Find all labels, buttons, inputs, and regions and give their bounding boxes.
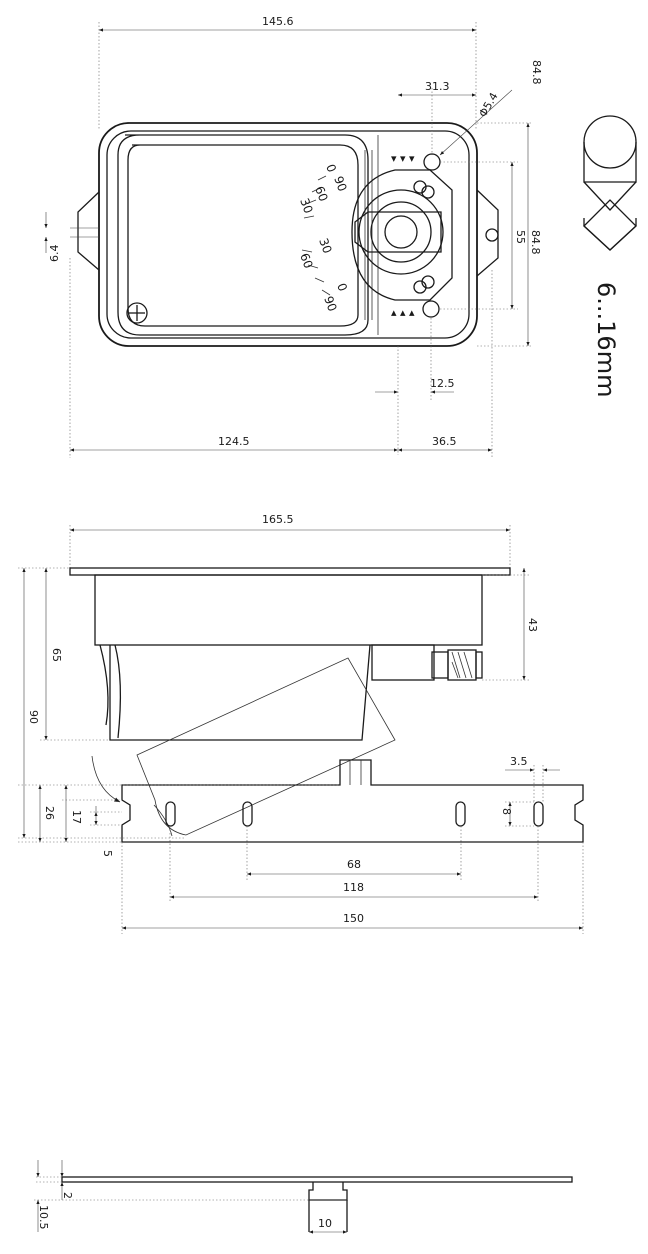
right-ear [476, 189, 499, 277]
slot-3 [455, 801, 466, 827]
dim-side-height: 43 [526, 618, 539, 632]
svg-text:30: 30 [316, 236, 334, 255]
svg-text:60: 60 [297, 251, 315, 270]
dim-bracket-length: 150 [343, 912, 364, 925]
svg-text:30: 30 [297, 196, 315, 215]
top-view: 145.6 6.4 [44, 15, 543, 458]
screw-icon [126, 302, 148, 324]
slot-2 [242, 801, 253, 827]
dim-bottom-right: 36.5 [432, 435, 457, 448]
dim-hole-diameter: Φ5.4 [476, 90, 500, 119]
svg-text:90: 90 [321, 294, 339, 313]
shaft-range-diagram: 6...16mm [583, 115, 637, 397]
housing [94, 574, 483, 646]
slot-1 [165, 801, 176, 827]
dim-slot-offset: 5 [101, 850, 114, 857]
dim-bracket-outer: 26 [43, 806, 56, 820]
dim-small-offset: 12.5 [430, 377, 455, 390]
dim-outer-span: 118 [343, 881, 364, 894]
dim-height-outer: 84.8 [530, 60, 543, 85]
side-view: 165.5 43 65 90 [18, 513, 539, 839]
dim-inner-span: 68 [347, 858, 361, 871]
cover-body [109, 644, 371, 741]
svg-text:0: 0 [323, 162, 339, 174]
dim-swing-height: 65 [50, 648, 63, 662]
bracket-view: 26 17 5 3.5 8 68 118 150 [18, 755, 584, 934]
shaft-range-label: 6...16mm [592, 282, 620, 397]
slot-4 [533, 801, 544, 827]
limit-hole-bottom [422, 300, 440, 318]
dim-bottom-left: 124.5 [218, 435, 250, 448]
dim-slot-length: 8 [500, 808, 513, 815]
dim-side-length: 165.5 [262, 513, 294, 526]
actuator-body [98, 122, 478, 347]
svg-text:0: 0 [334, 281, 350, 293]
dim-tab-width: 10 [318, 1217, 332, 1230]
dim-left-offset: 6.4 [48, 245, 61, 263]
dim-bracket-height: 10.5 [37, 1205, 50, 1230]
rotation-arrow [91, 755, 121, 803]
svg-text:60: 60 [312, 184, 330, 203]
bracket-tab [308, 1182, 348, 1201]
dim-total-height: 90 [27, 710, 40, 724]
svg-text:▾ ▾ ▾: ▾ ▾ ▾ [391, 152, 415, 165]
dim-offset-right: 31.3 [425, 80, 450, 93]
dim-overall-width: 145.6 [262, 15, 294, 28]
dim-inner-height: 55 [514, 230, 527, 244]
angle-scale: 0 90 60 30 30 60 90 0 [297, 162, 350, 313]
mount-hole [485, 228, 499, 242]
bracket-plate-edge [61, 1176, 573, 1183]
dim-bracket-inner: 17 [70, 810, 83, 824]
svg-text:90: 90 [331, 174, 349, 193]
shaft-clamp [351, 169, 453, 301]
bracket-side-view: 2 10.5 10 [34, 1160, 573, 1234]
limit-hole-top [423, 153, 441, 171]
dim-height-right: 84.8 [529, 230, 542, 255]
flange [69, 567, 511, 576]
swung-cover-outline [136, 657, 396, 836]
dim-plate-thickness: 2 [61, 1192, 74, 1199]
bracket-outline [121, 759, 584, 843]
cover-window [117, 134, 369, 336]
svg-text:▴ ▴ ▴: ▴ ▴ ▴ [391, 306, 415, 319]
left-ear [77, 191, 100, 271]
dim-slot-width: 3.5 [510, 755, 528, 768]
